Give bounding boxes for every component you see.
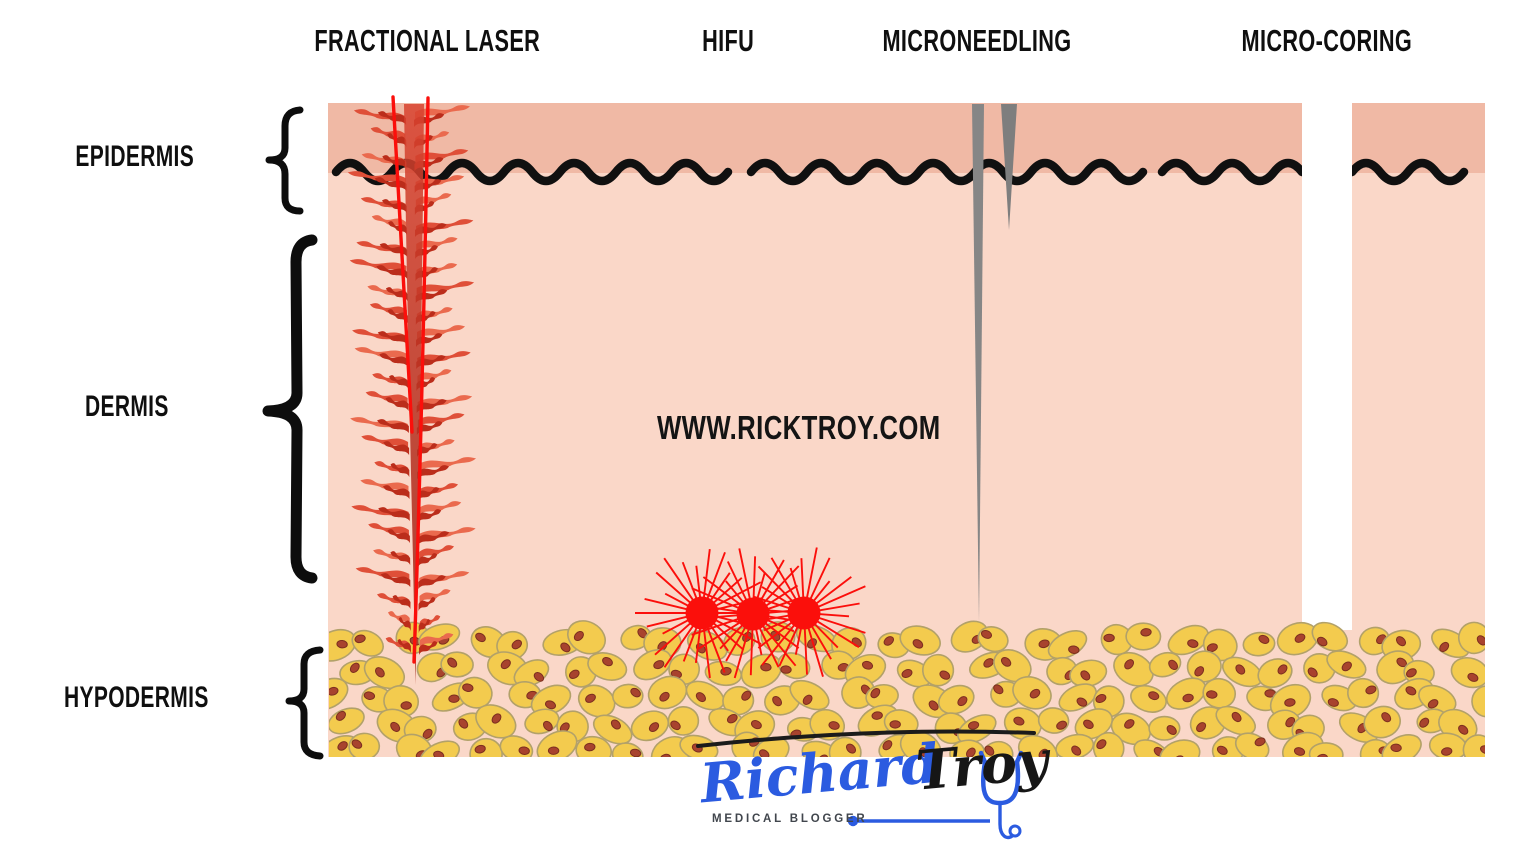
hypodermis-fat-cells bbox=[329, 620, 1485, 757]
microneedle-short bbox=[1001, 104, 1017, 230]
column-label-text: MICRONEEDLING bbox=[882, 23, 1072, 58]
watermark-text: WWW.RICKTROY.COM bbox=[656, 409, 941, 446]
hypodermis-brace bbox=[285, 646, 324, 760]
layer-label-text: HYPODERMIS bbox=[63, 681, 209, 714]
column-label-hifu: HIFU bbox=[628, 23, 828, 58]
column-label-text: MICRO-CORING bbox=[1241, 23, 1413, 58]
column-label-micro-coring: MICRO-CORING bbox=[1177, 23, 1477, 58]
layer-label-hypodermis: HYPODERMIS bbox=[16, 681, 256, 715]
signature-last-name: Troy bbox=[913, 727, 1051, 803]
layer-label-epidermis: EPIDERMIS bbox=[15, 140, 255, 174]
skin-surface-wave bbox=[1157, 158, 1307, 186]
fractional-laser-beam bbox=[347, 95, 477, 685]
micro-coring-channel bbox=[1302, 103, 1352, 630]
column-label-microneedling: MICRONEEDLING bbox=[827, 23, 1127, 58]
layer-label-text: DERMIS bbox=[85, 390, 169, 423]
signature-tagline: MEDICAL BLOGGER bbox=[712, 813, 868, 825]
skin-surface-wave bbox=[1347, 158, 1469, 186]
column-label-text: FRACTIONAL LASER bbox=[314, 23, 540, 58]
signature-doodles bbox=[696, 729, 1036, 840]
column-label-text: HIFU bbox=[701, 23, 755, 58]
epidermis-brace bbox=[265, 106, 304, 215]
layer-label-text: EPIDERMIS bbox=[75, 140, 195, 173]
watermark: WWW.RICKTROY.COM bbox=[617, 409, 940, 447]
column-label-fractional-laser: FRACTIONAL LASER bbox=[277, 23, 577, 58]
skin-surface-wave bbox=[746, 158, 1148, 186]
hifu-focal-points bbox=[635, 547, 866, 679]
dermis-brace bbox=[262, 234, 318, 584]
microneedle-long bbox=[972, 104, 984, 622]
layer-label-dermis: DERMIS bbox=[7, 390, 247, 424]
signature-swoosh bbox=[696, 729, 1036, 748]
